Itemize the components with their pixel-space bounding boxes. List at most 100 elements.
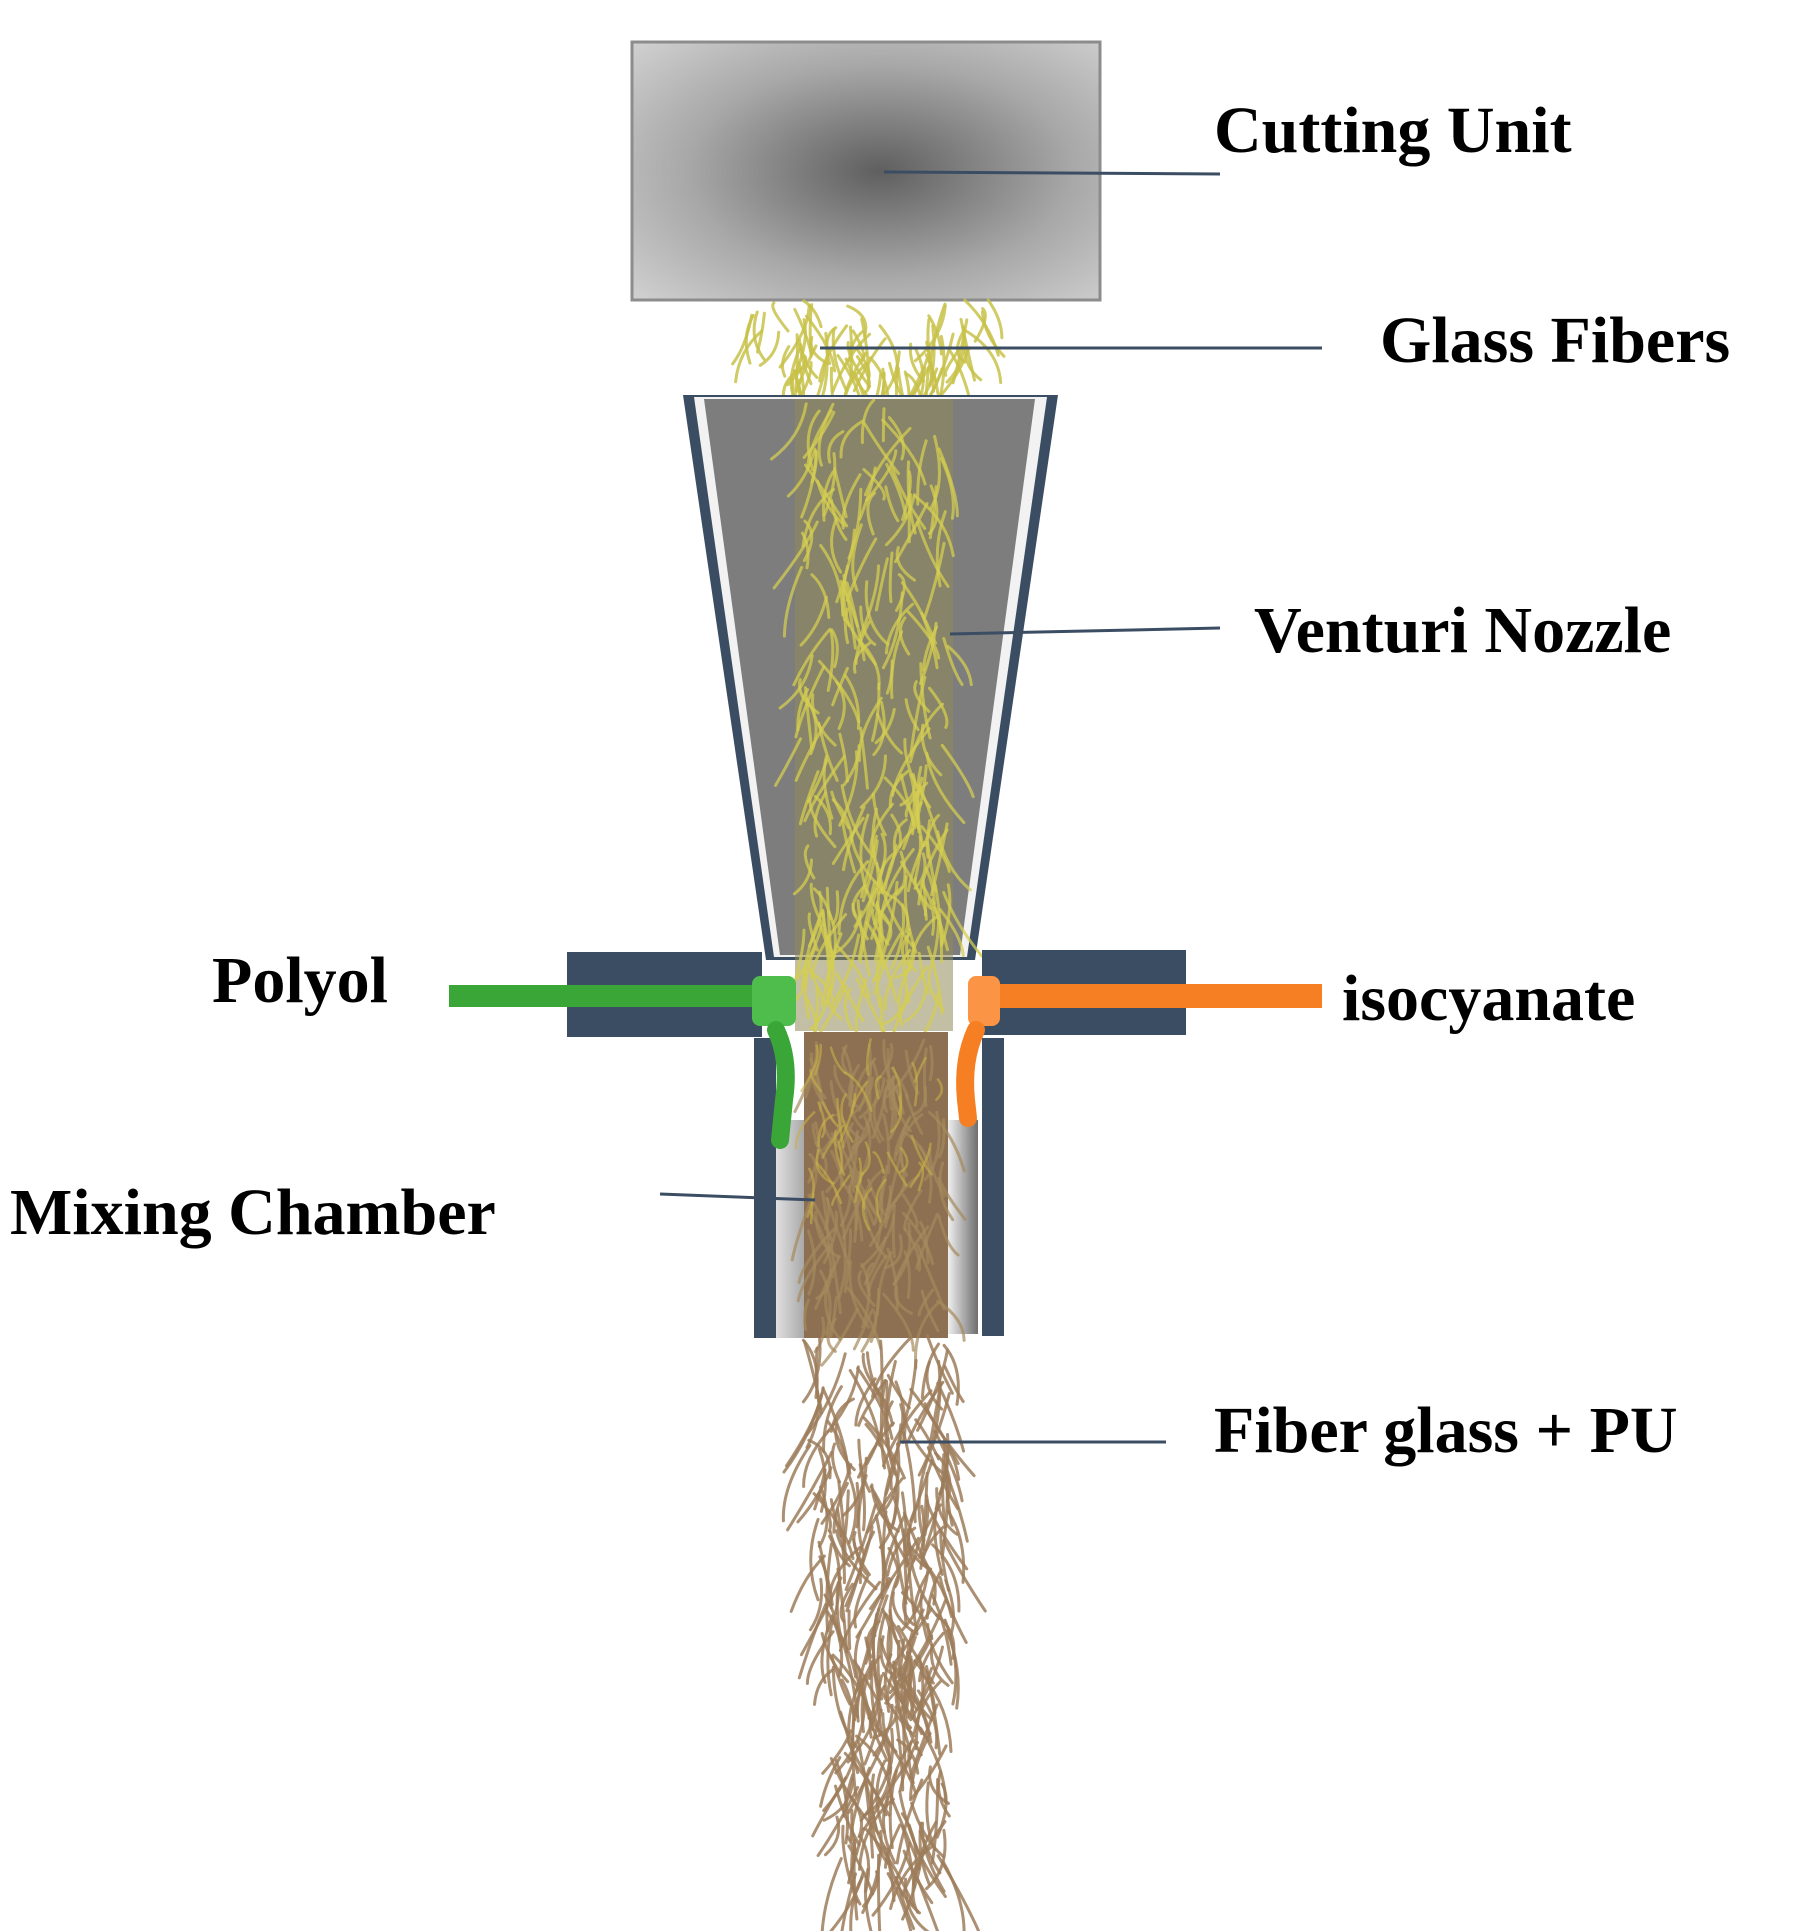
label-cutting-unit: Cutting Unit xyxy=(1214,94,1572,167)
fiber-strand xyxy=(820,1307,859,1367)
fiber-strand xyxy=(920,1289,940,1333)
fiber-strand xyxy=(892,818,908,854)
fiber-strand xyxy=(856,348,871,379)
venturi-fibers xyxy=(770,398,984,1051)
fiber-strand xyxy=(799,343,819,379)
fiber-strand xyxy=(778,304,811,369)
fiber-strand xyxy=(822,452,837,517)
fiber-strand xyxy=(813,795,833,836)
fiber-strand xyxy=(797,1225,838,1284)
fiber-strand xyxy=(801,361,813,394)
fiber-strand xyxy=(851,523,863,592)
fiber-strand xyxy=(918,1830,942,1875)
fiber-strand xyxy=(878,1485,898,1549)
fiber-strand xyxy=(859,754,887,809)
fiber-strand xyxy=(913,1056,927,1083)
fiber-strand xyxy=(942,890,984,958)
fiber-strand xyxy=(906,1380,945,1444)
fiber-strand xyxy=(928,686,949,729)
fiber-strand xyxy=(822,1210,839,1265)
fiber-strand xyxy=(807,912,819,952)
fiber-strand xyxy=(938,908,965,957)
fiber-strand xyxy=(843,1071,873,1113)
fiber-strand xyxy=(838,1093,857,1144)
fiber-strand xyxy=(895,546,916,582)
fiber-strand xyxy=(875,1178,887,1223)
fiber-strand xyxy=(786,449,816,498)
fiber-strand xyxy=(785,1386,825,1468)
fiber-strand xyxy=(908,914,939,972)
fiber-strand xyxy=(790,1197,814,1262)
fiber-strand xyxy=(884,602,915,655)
fiber-strand xyxy=(803,1298,810,1331)
fiber-strand xyxy=(886,1626,904,1700)
fiber-strand xyxy=(918,1821,931,1886)
fiber-strand xyxy=(900,932,911,968)
fiber-strand xyxy=(923,1493,930,1537)
fiber-strand xyxy=(892,895,910,934)
fiber-strand xyxy=(875,900,883,943)
fiber-strand xyxy=(927,1110,966,1173)
fiber-strand xyxy=(854,620,871,665)
fiber-strand xyxy=(899,773,916,827)
fiber-strand xyxy=(827,430,845,464)
fiber-strand xyxy=(841,819,857,874)
fiber-strand xyxy=(835,943,871,999)
fiber-strand xyxy=(858,887,879,964)
fiber-strand xyxy=(914,1418,941,1461)
fiber-strand xyxy=(834,1702,866,1775)
fiber-strand xyxy=(789,1554,826,1613)
fiber-strand xyxy=(855,977,886,1033)
fiber-strand xyxy=(820,1631,850,1684)
fiber-strand xyxy=(847,1793,863,1839)
fiber-strand xyxy=(879,1379,887,1470)
fiber-strand xyxy=(922,625,939,672)
fiber-strand xyxy=(831,1174,851,1206)
fiber-strand xyxy=(816,1786,860,1857)
fiber-strand xyxy=(938,1161,955,1222)
fiber-strand xyxy=(833,933,861,1003)
label-isocyanate: isocyanate xyxy=(1342,962,1635,1035)
fiber-strand xyxy=(951,318,969,385)
fiber-strand xyxy=(876,1674,892,1760)
fiber-strand xyxy=(864,1423,893,1491)
fiber-strand xyxy=(903,1227,922,1272)
fiber-strand xyxy=(852,1310,873,1351)
fiber-strand xyxy=(808,1577,824,1632)
fiber-strand xyxy=(900,1824,916,1889)
fiber-strand xyxy=(869,1485,892,1533)
fiber-strand xyxy=(903,1131,932,1172)
fiber-strand xyxy=(796,688,810,732)
fiber-strand xyxy=(731,313,754,366)
fiber-strand xyxy=(848,1369,882,1447)
fiber-strand xyxy=(865,1351,889,1414)
fiber-strand xyxy=(882,986,909,1026)
fiber-strand xyxy=(923,541,946,619)
fiber-strand xyxy=(822,1777,854,1822)
fiber-strand xyxy=(927,484,939,535)
fiber-strand xyxy=(796,1244,831,1303)
fiber-strand xyxy=(888,1769,898,1850)
fiber-strand xyxy=(901,772,916,851)
fiber-strand xyxy=(918,1631,945,1683)
fiber-strand xyxy=(903,1250,911,1299)
fiber-strand xyxy=(842,805,866,872)
fiber-strand xyxy=(856,1366,894,1440)
fiber-strand xyxy=(805,1352,847,1436)
fiber-strand xyxy=(871,1335,913,1399)
fiber-strand xyxy=(799,595,828,647)
fiber-strand xyxy=(864,1636,873,1680)
fiber-strand xyxy=(861,1115,872,1175)
fiber-strand xyxy=(793,308,813,355)
fiber-strand xyxy=(903,1189,923,1231)
fiber-strand xyxy=(825,886,833,966)
fiber-strand xyxy=(809,882,825,927)
fiber-strand xyxy=(904,698,920,732)
fiber-strand xyxy=(801,1337,822,1404)
fiber-strand xyxy=(803,1340,823,1410)
fiber-strand xyxy=(925,1781,937,1852)
fiber-strand xyxy=(864,1083,882,1144)
fiber-strand xyxy=(980,310,1006,358)
fiber-strand xyxy=(940,883,952,948)
fiber-strand xyxy=(919,662,932,740)
